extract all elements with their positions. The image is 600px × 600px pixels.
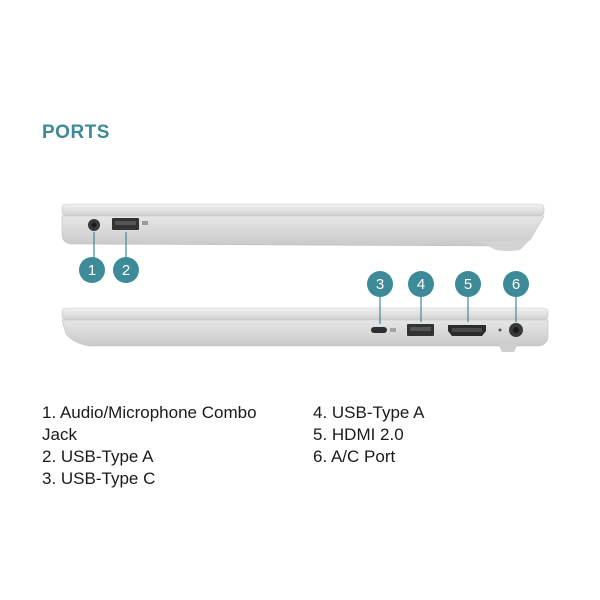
callout-4: 4 bbox=[408, 271, 434, 297]
callout-number: 3 bbox=[376, 276, 384, 293]
legend-item-hdmi: 5. HDMI 2.0 bbox=[313, 425, 404, 444]
callout-3: 3 bbox=[367, 271, 393, 297]
legend-right: 4. USB-Type A 5. HDMI 2.0 6. A/C Port bbox=[313, 402, 563, 468]
legend-left: 1. Audio/Microphone Combo Jack 2. USB-Ty… bbox=[42, 402, 292, 490]
usb-c-port-icon bbox=[371, 327, 396, 333]
usb-a-port-icon bbox=[407, 324, 434, 336]
callout-number: 4 bbox=[417, 276, 425, 293]
callout-5: 5 bbox=[455, 271, 481, 297]
audio-jack-icon bbox=[88, 219, 100, 231]
legend-item-usb-a-left: 2. USB-Type A bbox=[42, 447, 154, 466]
callout-2: 2 bbox=[113, 257, 139, 283]
legend-item-usb-c: 3. USB-Type C bbox=[42, 469, 156, 488]
callout-1: 1 bbox=[79, 257, 105, 283]
legend-item-ac-port: 6. A/C Port bbox=[313, 447, 396, 466]
hdmi-port-icon bbox=[448, 325, 486, 336]
callout-6: 6 bbox=[503, 271, 529, 297]
section-title: PORTS bbox=[42, 122, 110, 143]
callout-number: 2 bbox=[122, 262, 130, 279]
laptop-right-side bbox=[61, 296, 549, 352]
usb-a-port-icon bbox=[112, 218, 148, 230]
power-port-icon bbox=[498, 323, 523, 337]
callout-number: 1 bbox=[88, 262, 96, 279]
callout-number: 6 bbox=[512, 276, 520, 293]
legend-item-usb-a-right: 4. USB-Type A bbox=[313, 403, 425, 422]
laptop-left-side bbox=[61, 203, 545, 258]
legend-item-audio-jack: 1. Audio/Microphone Combo Jack bbox=[42, 403, 257, 444]
callout-number: 5 bbox=[464, 276, 472, 293]
